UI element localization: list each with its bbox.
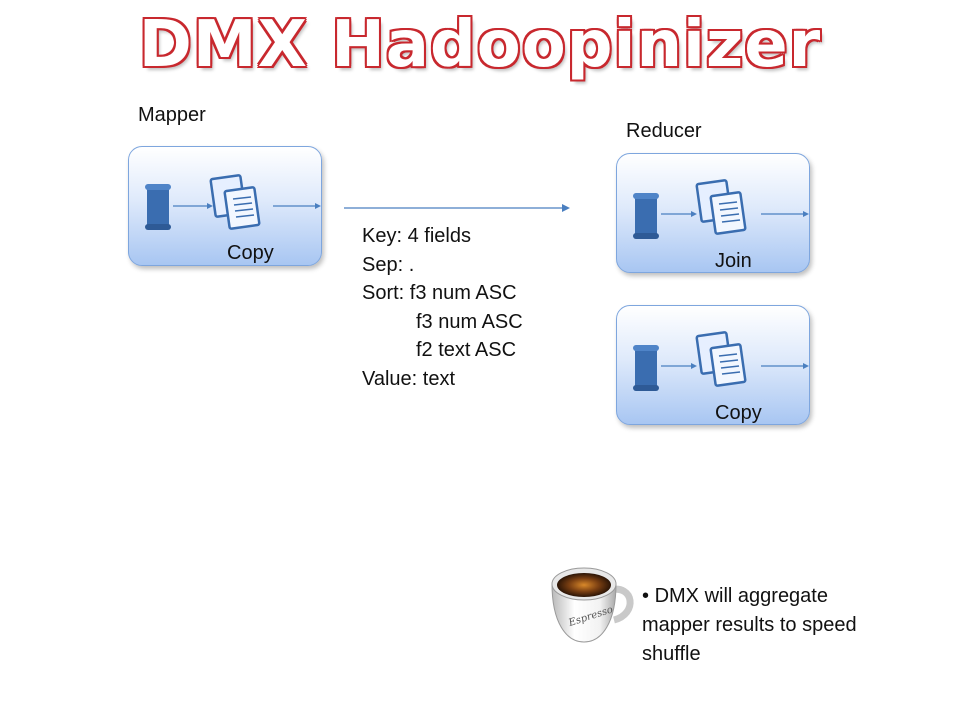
note-line-3: shuffle	[642, 643, 701, 665]
note: • DMX will aggregate mapper results to s…	[642, 582, 857, 669]
spec-key: Key: 4 fields	[362, 225, 471, 247]
shuffle-arrow	[344, 204, 570, 212]
mapper-box: Copy	[128, 146, 322, 266]
scroll-icon	[145, 184, 171, 230]
reducer-join-box: Join	[616, 153, 810, 273]
key-spec: Key: 4 fields Sep: . Sort: f3 num ASC f3…	[362, 222, 523, 393]
mapper-copy-label: Copy	[227, 242, 274, 264]
note-bullet: •	[642, 585, 650, 607]
reducer-join-label: Join	[715, 250, 752, 272]
mapper-heading: Mapper	[138, 104, 206, 126]
reducer-copy-label: Copy	[715, 402, 762, 424]
reducer-heading: Reducer	[626, 120, 702, 142]
spec-sort-2: f3 num ASC	[416, 310, 523, 333]
documents-icon	[695, 179, 747, 235]
note-line-2: mapper results to speed	[642, 614, 857, 636]
spec-sort-3: f2 text ASC	[416, 339, 517, 361]
note-line-1: DMX will aggregate	[654, 585, 828, 607]
documents-icon	[695, 331, 747, 387]
spec-sep: Sep: .	[362, 253, 415, 276]
spec-sort: Sort: f3 num ASC	[362, 282, 517, 304]
espresso-cup-icon: Espresso	[551, 567, 634, 643]
spec-value: Value: text	[362, 367, 456, 390]
reducer-copy-box: Copy	[616, 305, 810, 425]
scroll-icon	[633, 345, 659, 391]
documents-icon	[209, 174, 261, 230]
page-title: DMX Hadoopinizer	[138, 8, 822, 82]
scroll-icon	[633, 193, 659, 239]
